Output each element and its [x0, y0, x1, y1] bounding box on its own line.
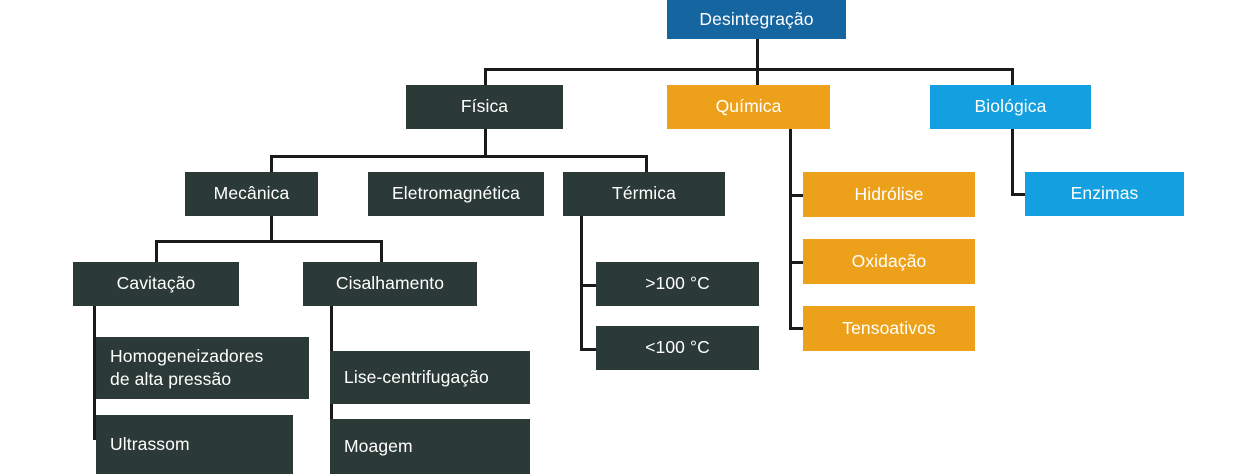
node-cavitacao[interactable]: Cavitação [73, 262, 239, 306]
connector-quimica-spine [789, 129, 792, 329]
node-tensoativos[interactable]: Tensoativos [803, 306, 975, 351]
node-temp-above-100-label: >100 °C [645, 273, 710, 294]
connector-to-cavitacao [155, 240, 158, 262]
connector-level2-bus [270, 155, 648, 158]
connector-fisica-down [484, 129, 487, 157]
node-moagem[interactable]: Moagem [330, 419, 530, 474]
connector-termica-spine [580, 216, 583, 349]
connector-level3-bus [155, 240, 383, 243]
node-cisalhamento-label: Cisalhamento [335, 273, 445, 294]
node-temp-below-100[interactable]: <100 °C [596, 326, 759, 370]
node-fisica[interactable]: Física [406, 85, 563, 129]
node-temp-below-100-label: <100 °C [645, 337, 710, 358]
connector-termica-to-acima [580, 284, 598, 287]
node-mecanica-label: Mecânica [213, 183, 290, 204]
node-termica[interactable]: Térmica [563, 172, 725, 216]
connector-root-down [756, 38, 759, 69]
connector-to-quimica [756, 68, 759, 85]
node-cisalhamento[interactable]: Cisalhamento [303, 262, 477, 306]
node-homogeneizadores[interactable]: Homogeneizadores de alta pressão [96, 337, 309, 399]
node-biologica[interactable]: Biológica [930, 85, 1091, 129]
node-oxidacao[interactable]: Oxidação [803, 239, 975, 284]
connector-to-mecanica [270, 155, 273, 172]
node-desintegracao-label: Desintegração [699, 8, 814, 29]
node-temp-above-100[interactable]: >100 °C [596, 262, 759, 306]
connector-cavitacao-spine [93, 306, 96, 439]
node-lise-centrifugacao[interactable]: Lise-centrifugação [330, 351, 530, 404]
node-enzimas[interactable]: Enzimas [1025, 172, 1184, 216]
node-lise-centrifugacao-label: Lise-centrifugação [344, 366, 489, 387]
node-termica-label: Térmica [612, 183, 676, 204]
node-enzimas-label: Enzimas [1070, 183, 1139, 204]
connector-to-fisica [484, 68, 487, 85]
node-mecanica[interactable]: Mecânica [185, 172, 318, 216]
node-ultrassom-label: Ultrassom [110, 433, 190, 454]
node-eletromagnetica[interactable]: Eletromagnética [368, 172, 544, 216]
node-tensoativos-label: Tensoativos [842, 317, 936, 338]
node-hidrolise-label: Hidrólise [854, 183, 924, 204]
node-moagem-label: Moagem [344, 435, 413, 456]
node-quimica[interactable]: Química [667, 85, 830, 129]
node-homogeneizadores-label: Homogeneizadores de alta pressão [110, 345, 264, 389]
connector-termica-to-abaixo [580, 348, 598, 351]
connector-to-biologica [1011, 68, 1014, 85]
connector-biologica-spine [1011, 129, 1014, 196]
node-hidrolise[interactable]: Hidrólise [803, 172, 975, 217]
connector-to-termica [645, 155, 648, 172]
node-desintegracao[interactable]: Desintegração [667, 0, 846, 39]
node-quimica-label: Química [715, 96, 782, 117]
node-oxidacao-label: Oxidação [851, 250, 927, 271]
connector-mecanica-down [270, 216, 273, 242]
node-cavitacao-label: Cavitação [116, 273, 196, 294]
connector-quimica-to-hidrolise [789, 194, 807, 197]
node-eletromagnetica-label: Eletromagnética [392, 183, 520, 204]
node-biologica-label: Biológica [974, 96, 1047, 117]
connector-biologica-to-enzimas [1011, 193, 1029, 196]
connector-to-cisalhamento [380, 240, 383, 262]
connector-level1-bus [484, 68, 1014, 71]
connector-quimica-to-tensoativos [789, 327, 807, 330]
node-ultrassom[interactable]: Ultrassom [96, 415, 293, 474]
node-fisica-label: Física [460, 96, 509, 117]
connector-quimica-to-oxidacao [789, 261, 807, 264]
